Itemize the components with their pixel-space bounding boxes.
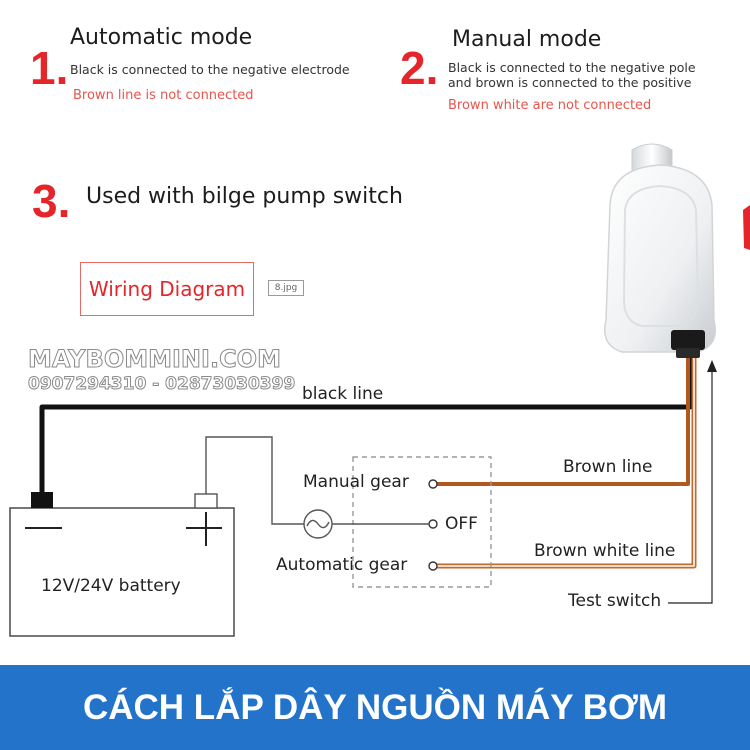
mode-2-number: 2. (400, 42, 439, 94)
battery (9, 507, 235, 637)
switch-box (352, 456, 492, 588)
manual-gear-contact (428, 479, 438, 489)
label-test-switch: Test switch (568, 591, 662, 611)
mode-3-number: 3. (32, 175, 71, 227)
mode-2-description-line1: Black is connected to the negative pole (448, 60, 696, 75)
mode-3-title: Used with bilge pump switch (86, 184, 403, 209)
mode-2-description-line2: and brown is connected to the positive (448, 75, 692, 90)
mode-1-note: Brown line is not connected (73, 88, 254, 103)
label-brown-white-line: Brown white line (534, 541, 676, 561)
label-brown-line: Brown line (563, 457, 653, 477)
mode-1-description: Black is connected to the negative elect… (70, 62, 350, 77)
label-battery: 12V/24V battery (41, 576, 181, 596)
brown-white-wire (436, 358, 697, 569)
test-switch-arrow (707, 360, 717, 372)
label-off: OFF (445, 514, 478, 534)
battery-positive-terminal (194, 493, 218, 509)
label-manual-gear: Manual gear (303, 472, 409, 492)
banner-title: CÁCH LẮP DÂY NGUỒN MÁY BƠM (82, 688, 668, 727)
brown-wire (436, 358, 690, 486)
wiring-diagram (9, 143, 750, 637)
mode-1-number: 1. (30, 42, 69, 94)
automatic-gear-contact (428, 561, 438, 571)
watermark-site: MAYBOMMINI.COM (28, 345, 282, 373)
pump-image (604, 143, 750, 358)
off-contact (428, 519, 438, 529)
file-tag: 8.jpg (268, 280, 304, 296)
mode-1-title: Automatic mode (70, 25, 253, 50)
mode-2-note: Brown white are not connected (448, 98, 652, 113)
label-black-line: black line (302, 384, 384, 404)
positive-wire (205, 436, 304, 525)
test-switch-line (668, 366, 713, 604)
bottom-banner (0, 665, 750, 750)
battery-negative-terminal (31, 492, 53, 508)
label-automatic-gear: Automatic gear (276, 555, 408, 575)
wiring-diagram-label: Wiring Diagram (80, 262, 254, 316)
mode-2-title: Manual mode (452, 27, 602, 52)
watermark-phones: 0907294310 - 02873030399 (27, 374, 296, 395)
